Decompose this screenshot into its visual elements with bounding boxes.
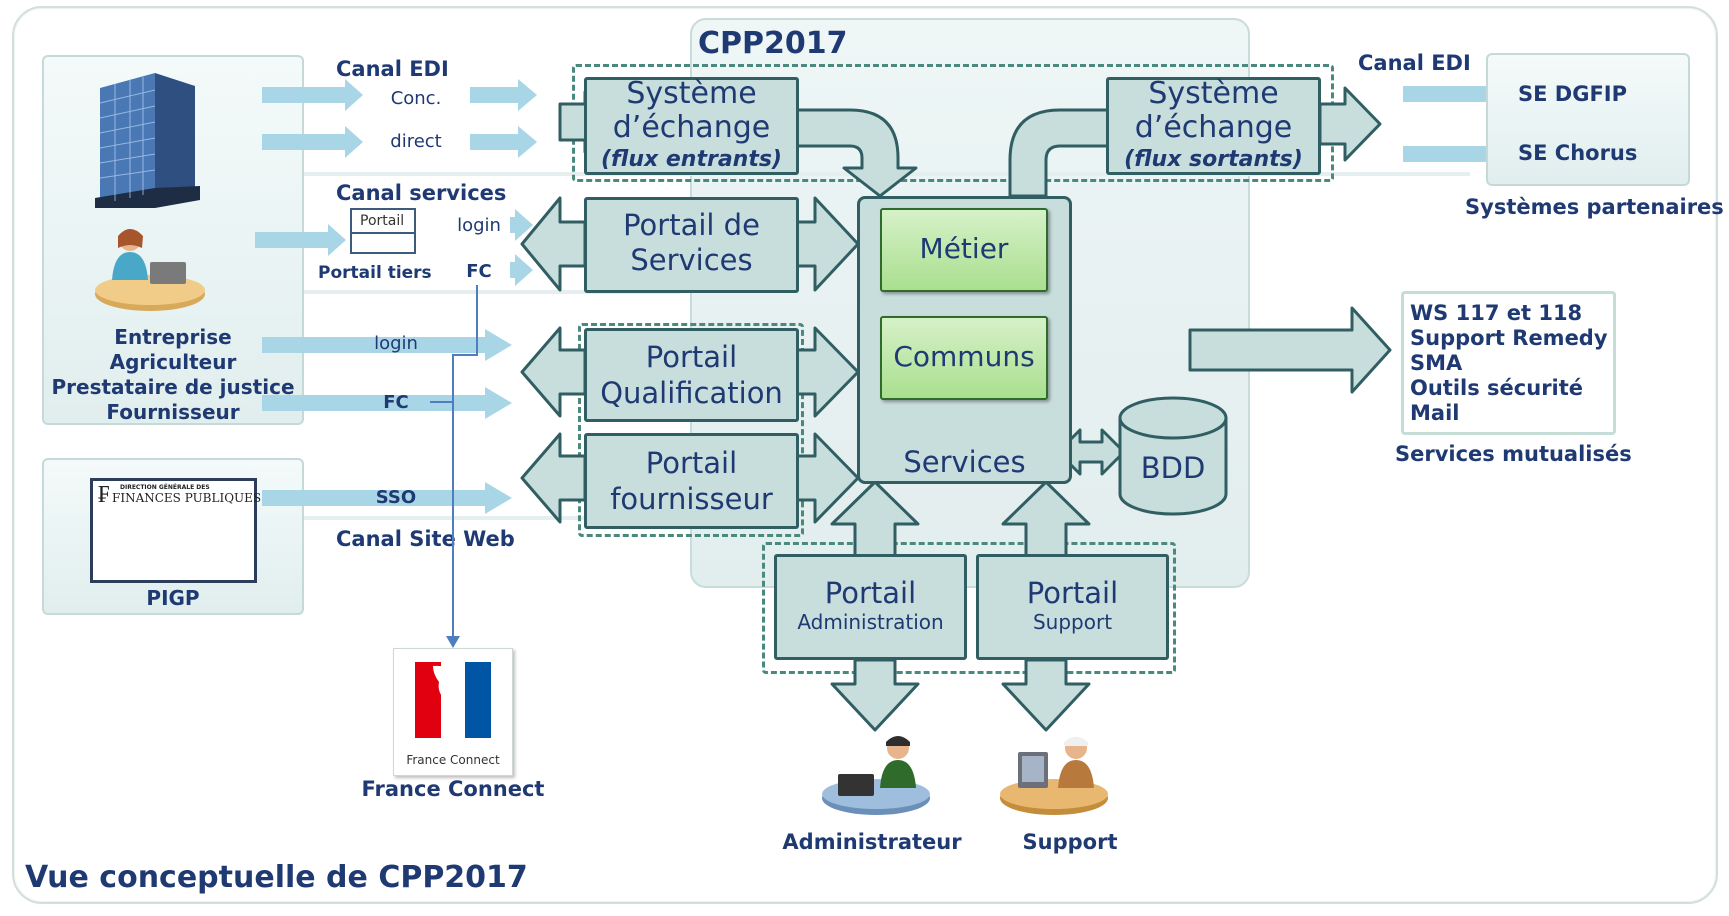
tag-fc-1: FC (445, 257, 513, 285)
admin-support-group (762, 542, 1176, 674)
portail-admin-line2: Administration (797, 610, 944, 634)
se-sortants-line2: d’échange (1134, 110, 1293, 145)
support-person-icon (1000, 737, 1108, 815)
services-label: Services (903, 445, 1026, 479)
dgfip-logo-icon: ₣ (98, 480, 110, 508)
dgfip-logo-line2: FINANCES PUBLIQUES (112, 491, 262, 505)
mutualised-securite: Outils sécurité (1410, 376, 1584, 400)
cpp-label: CPP2017 (698, 26, 848, 61)
diagram-title: Vue conceptuelle de CPP2017 (25, 860, 528, 895)
se-entrants-line2: d’échange (612, 110, 771, 145)
mutualised-remedy: Support Remedy (1410, 326, 1608, 350)
tag-sso: SSO (362, 483, 430, 511)
se-sortants-line1: Système (1148, 76, 1279, 111)
portail-support (976, 554, 1169, 660)
se-sortants-sub: (flux sortants) (1124, 147, 1303, 172)
portail-support-line2: Support (1032, 610, 1113, 634)
tag-login-2: login (362, 329, 430, 357)
building-icon (95, 73, 200, 208)
portail-services (584, 197, 799, 293)
actor-prestataire: Prestataire de justice (51, 375, 295, 399)
dgfip-logo-frame (90, 478, 257, 583)
portail-tiers-icon-line (352, 232, 414, 234)
partners-panel (1486, 53, 1690, 186)
actor-fournisseur: Fournisseur (106, 400, 240, 424)
se-entrants-sub: (flux entrants) (600, 147, 782, 172)
portail-admin-line1: Portail (824, 576, 917, 610)
portail-qualification (584, 328, 799, 422)
support-label: Support (1022, 830, 1118, 854)
communs-box (880, 316, 1048, 400)
band-web (300, 516, 680, 520)
mutualised-box (1401, 291, 1616, 435)
bdd-label: BDD (1140, 451, 1206, 485)
mutualised-ws: WS 117 et 118 (1410, 301, 1583, 325)
actor-agriculteur: Agriculteur (109, 350, 237, 374)
tag-login-1: login (445, 211, 513, 239)
canal-edi-right: Canal EDI (1358, 51, 1471, 75)
dgfip-logo-line1: DIRECTION GÉNÉRALE DES (120, 484, 210, 491)
metier-box (880, 208, 1048, 292)
canal-services: Canal services (336, 181, 507, 205)
se-entrants-line1: Système (626, 76, 757, 111)
portail-support-line1: Portail (1026, 576, 1119, 610)
se-entrants (584, 77, 799, 175)
mutualised-mail: Mail (1410, 401, 1460, 425)
pigp-label: PIGP (146, 586, 200, 610)
canal-site-web: Canal Site Web (336, 527, 515, 551)
france-connect-logo-text: France Connect (406, 753, 500, 767)
database-icon (1118, 396, 1228, 516)
metier-label: Métier (919, 232, 1009, 265)
actor-entreprise: Entreprise (114, 325, 232, 349)
france-connect-emblem (415, 662, 491, 738)
services-mutualises-label: Services mutualisés (1395, 442, 1632, 466)
se-chorus: SE Chorus (1518, 141, 1638, 165)
systemes-partenaires: Systèmes partenaires (1465, 195, 1724, 219)
tag-direct: direct (375, 127, 457, 155)
user-desk-icon (95, 229, 205, 311)
portail-tiers-icon-label: Portail (360, 213, 405, 229)
tag-fc-2: FC (362, 388, 430, 416)
communs-label: Communs (893, 340, 1035, 373)
mutualised-sma: SMA (1410, 351, 1463, 375)
portail-tiers-label: Portail tiers (318, 263, 432, 283)
portail-tiers-icon (350, 208, 416, 254)
administrator-icon (822, 736, 930, 815)
band-services (300, 290, 680, 294)
administrateur-label: Administrateur (782, 830, 962, 854)
portail-services-line1: Portail de (623, 208, 760, 242)
se-sortants (1106, 77, 1321, 175)
se-dgfip: SE DGFIP (1518, 82, 1627, 106)
portail-administration (774, 554, 967, 660)
portail-fournisseur-line1: Portail (645, 446, 738, 480)
portail-qualification-line2: Qualification (600, 376, 783, 410)
portail-fournisseur-line2: fournisseur (610, 482, 773, 516)
canal-edi-left: Canal EDI (336, 57, 449, 81)
tag-conc: Conc. (375, 84, 457, 112)
france-connect-label: France Connect (361, 777, 545, 801)
portail-qualification-line1: Portail (645, 340, 738, 374)
portail-services-line2: Services (630, 243, 753, 277)
portail-fournisseur (584, 433, 799, 529)
qualif-fourn-group (578, 323, 804, 537)
